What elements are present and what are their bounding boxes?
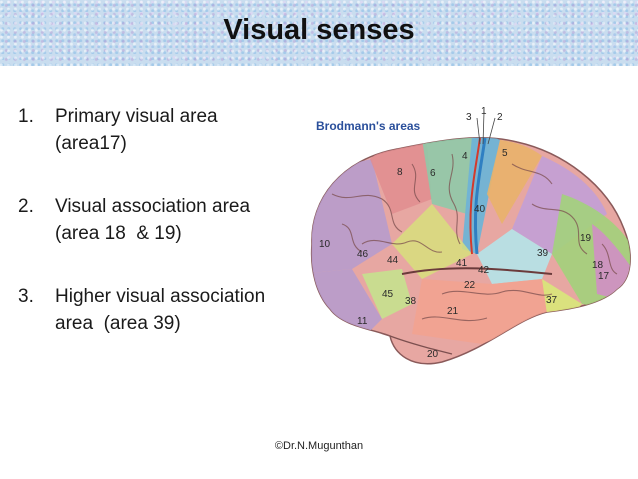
list-item-number: 3. <box>18 286 34 307</box>
area-label: 4 <box>462 151 468 162</box>
area-label: 22 <box>464 280 476 291</box>
slide-title: Visual senses <box>223 14 415 46</box>
area-label: 42 <box>478 265 490 276</box>
area-label: 8 <box>397 167 403 178</box>
list-item-text: Higher visual association area (area 39) <box>55 283 308 337</box>
area-label: 17 <box>598 271 610 282</box>
list-item-number: 1. <box>18 106 34 127</box>
area-label: 3 <box>466 112 472 123</box>
copyright-footer: ©Dr.N.Mugunthan <box>274 440 364 452</box>
list-item-line: Visual association area <box>55 196 251 217</box>
area-label: 46 <box>357 249 369 260</box>
brodmann-regions <box>311 137 631 344</box>
area-label: 21 <box>447 306 459 317</box>
visual-areas-list: 1. Primary visual area (area17) 2. Visua… <box>18 103 308 373</box>
area-label: 11 <box>357 316 368 327</box>
precentral-line <box>469 137 481 255</box>
list-item-number: 2. <box>18 196 34 217</box>
area-label: 20 <box>427 349 439 360</box>
area-label: 5 <box>502 148 508 159</box>
area-label: 19 <box>580 233 592 244</box>
central-sulcus-line <box>473 137 487 255</box>
area-label: 39 <box>537 248 549 259</box>
brain-sulci <box>331 153 618 322</box>
area-label: 2 <box>497 112 503 123</box>
area-labels: 3 1 2 4 5 6 8 10 11 40 39 19 18 17 41 42… <box>319 106 610 360</box>
list-item-line: area (area 39) <box>55 313 181 334</box>
area-label: 38 <box>405 296 417 307</box>
area-label: 1 <box>481 106 487 117</box>
area-label: 41 <box>456 258 468 269</box>
lateral-sulcus-line <box>401 267 553 275</box>
area-label: 37 <box>546 295 558 306</box>
area-label: 18 <box>592 260 604 271</box>
brodmann-brain-figure: Brodmann's areas 3 1 2 4 5 6 8 10 11 40 … <box>310 106 631 365</box>
list-item-line: (area 18 & 19) <box>55 223 182 244</box>
list-item: 1. Primary visual area (area17) <box>18 103 308 157</box>
area-label: 10 <box>319 239 331 250</box>
list-item-line: (area17) <box>55 133 127 154</box>
area-label: 45 <box>382 289 394 300</box>
list-item: 3. Higher visual association area (area … <box>18 283 308 337</box>
area-label: 40 <box>474 204 486 215</box>
title-banner <box>0 0 638 66</box>
list-item-line: Higher visual association <box>55 286 266 307</box>
figure-caption: Brodmann's areas <box>316 119 421 133</box>
list-item-text: Primary visual area (area17) <box>55 103 308 157</box>
area-label: 6 <box>430 168 436 179</box>
list-item-line: Primary visual area <box>55 106 218 127</box>
area-label: 44 <box>387 255 399 266</box>
list-item-text: Visual association area (area 18 & 19) <box>55 193 308 247</box>
list-item: 2. Visual association area (area 18 & 19… <box>18 193 308 247</box>
